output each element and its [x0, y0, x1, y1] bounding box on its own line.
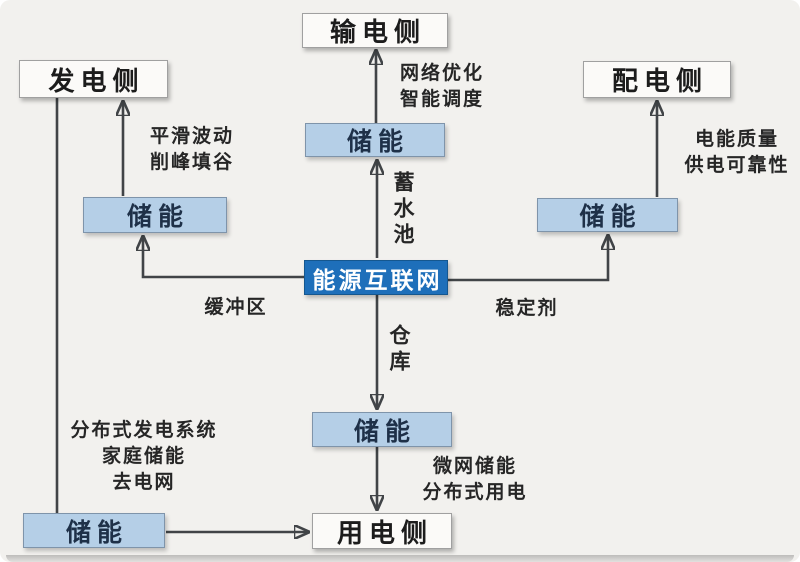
label-home-storage: 家庭储能: [101, 446, 186, 467]
label-power-quality: 电能质量: [694, 129, 779, 150]
label-bottom-left-benefits: 分布式发电系统 家庭储能 去电网: [63, 418, 225, 496]
label-distributed-consumption: 分布式用电: [422, 482, 528, 503]
node-storage-middle: 储能: [312, 412, 452, 447]
label-supply-reliability: 供电可靠性: [684, 155, 790, 176]
edge-hub-to-storage-right: [448, 235, 608, 282]
node-storage-left: 储能: [83, 197, 227, 233]
label-stabilizer: 稳定剂: [495, 298, 559, 319]
label-peak-shaving: 削峰填谷: [149, 152, 234, 173]
node-transmission-side: 输电侧: [302, 13, 448, 48]
label-transmission-benefits: 网络优化 智能调度: [392, 61, 492, 113]
label-smart-dispatch: 智能调度: [399, 89, 484, 110]
edge-hub-to-storage-left: [143, 236, 305, 279]
label-distribution-benefits: 电能质量 供电可靠性: [678, 127, 796, 179]
label-off-grid: 去电网: [112, 472, 176, 493]
label-reservoir: 蓄水池: [391, 171, 415, 249]
node-energy-internet: 能源互联网: [304, 260, 448, 295]
node-consumption-side: 用电侧: [312, 513, 452, 549]
label-consumption-benefits: 微网储能 分布式用电: [416, 454, 534, 506]
bottom-edge-strip: [6, 555, 794, 562]
label-generation-benefits: 平滑波动 削峰填谷: [142, 124, 242, 176]
node-distribution-side: 配电侧: [583, 61, 731, 98]
label-smooth-fluctuation: 平滑波动: [149, 126, 234, 147]
node-storage-right: 储能: [537, 198, 678, 232]
label-buffer-zone: 缓冲区: [204, 297, 268, 318]
node-storage-bottom-left: 储能: [23, 513, 165, 548]
node-storage-top: 储能: [305, 123, 445, 157]
label-distributed-generation: 分布式发电系统: [70, 420, 218, 441]
label-warehouse: 仓库: [387, 324, 411, 376]
node-generation-side: 发电侧: [19, 60, 168, 98]
label-microgrid-storage: 微网储能: [432, 456, 517, 477]
label-network-optimization: 网络优化: [399, 63, 484, 84]
